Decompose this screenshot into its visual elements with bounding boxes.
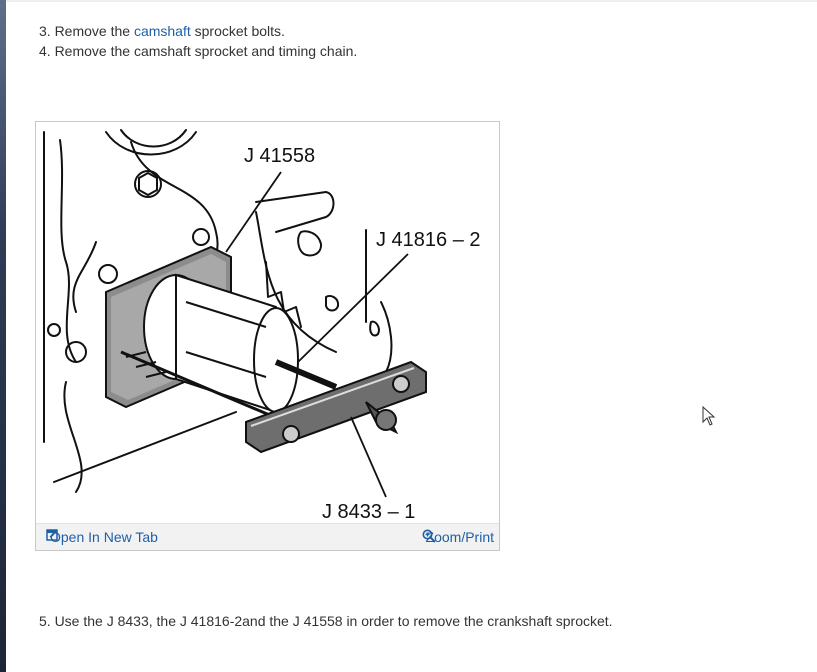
zoom-print-button[interactable]: Zoom/Print [422,529,494,545]
top-divider [6,0,817,2]
step-3-prefix: 3. Remove the [39,23,134,39]
instruction-step-3: 3. Remove the camshaft sprocket bolts. [39,23,285,40]
callout-j41816-2: J 41816 – 2 [376,229,481,251]
timing-tool-illustration: J 41558 J 41816 – 2 J 8433 – 1 [43,129,481,523]
zoom-print-label: Zoom/Print [425,529,494,545]
mouse-cursor-icon [702,405,716,431]
callout-j8433-1: J 8433 – 1 [322,501,415,523]
instruction-step-4: 4. Remove the camshaft sprocket and timi… [39,43,358,59]
open-in-new-tab-label: Open In New Tab [50,529,158,545]
figure-toolbar: Open In New Tab Zoom/Print [36,523,499,550]
open-in-new-tab-button[interactable]: Open In New Tab [46,529,158,545]
background-window-edge [0,0,6,672]
step-3-suffix: sprocket bolts. [190,23,285,39]
camshaft-link[interactable]: camshaft [133,23,191,39]
instruction-step-5: 5. Use the J 8433, the J 41816-2and the … [39,613,613,629]
diagram-figure: J 41558 J 41816 – 2 J 8433 – 1 Open In N… [35,121,500,551]
callout-j41558: J 41558 [244,145,315,167]
